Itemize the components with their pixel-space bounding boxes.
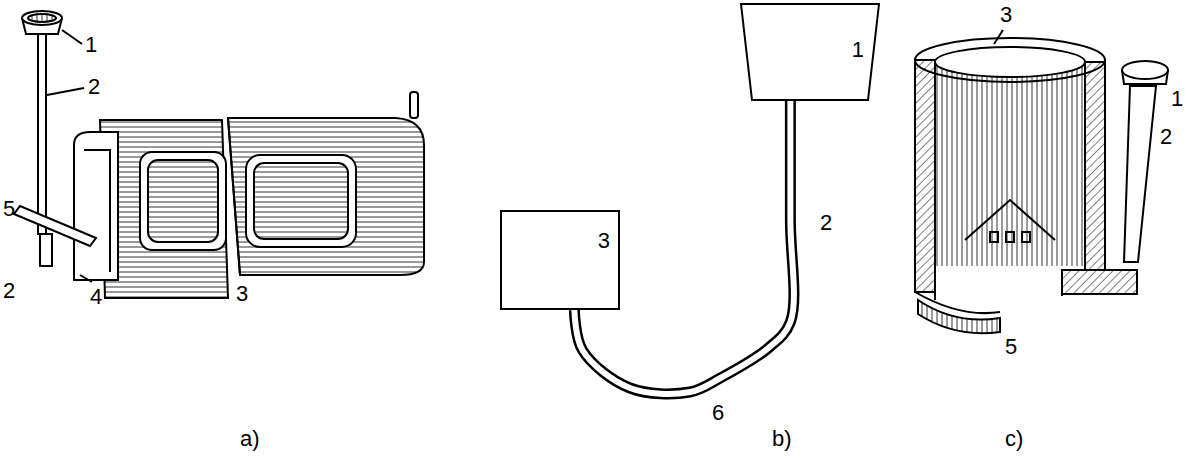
channel-wall: [574, 101, 794, 394]
mold-a: [14, 11, 424, 298]
callout-number: 3: [598, 230, 610, 252]
callout-number: 2: [1160, 126, 1172, 148]
callout-number: 2: [820, 212, 832, 234]
caption: a): [240, 428, 260, 450]
caption: b): [772, 428, 792, 450]
callout-number: 4: [90, 286, 102, 308]
mold-box: 3: [500, 210, 620, 310]
outline: [741, 4, 879, 100]
ladle-box: 1: [740, 3, 880, 101]
runner-channel: [574, 101, 794, 394]
node-outline: [500, 210, 620, 310]
callout-number: 3: [1000, 4, 1012, 26]
callout-number: 5: [1005, 336, 1017, 358]
caption: c): [1005, 428, 1023, 450]
callout-number: 5: [3, 198, 15, 220]
mold-c: [915, 30, 1168, 333]
callout-number: 1: [852, 39, 864, 61]
channel-bore: [574, 101, 794, 394]
callout-number: 6: [712, 402, 724, 424]
callout-number: 1: [1171, 88, 1183, 110]
callout-number: 1: [85, 34, 97, 56]
outline: [501, 211, 619, 309]
callout-number: 3: [236, 283, 248, 305]
callout-number: 2: [3, 280, 15, 302]
callout-number: 2: [88, 76, 100, 98]
